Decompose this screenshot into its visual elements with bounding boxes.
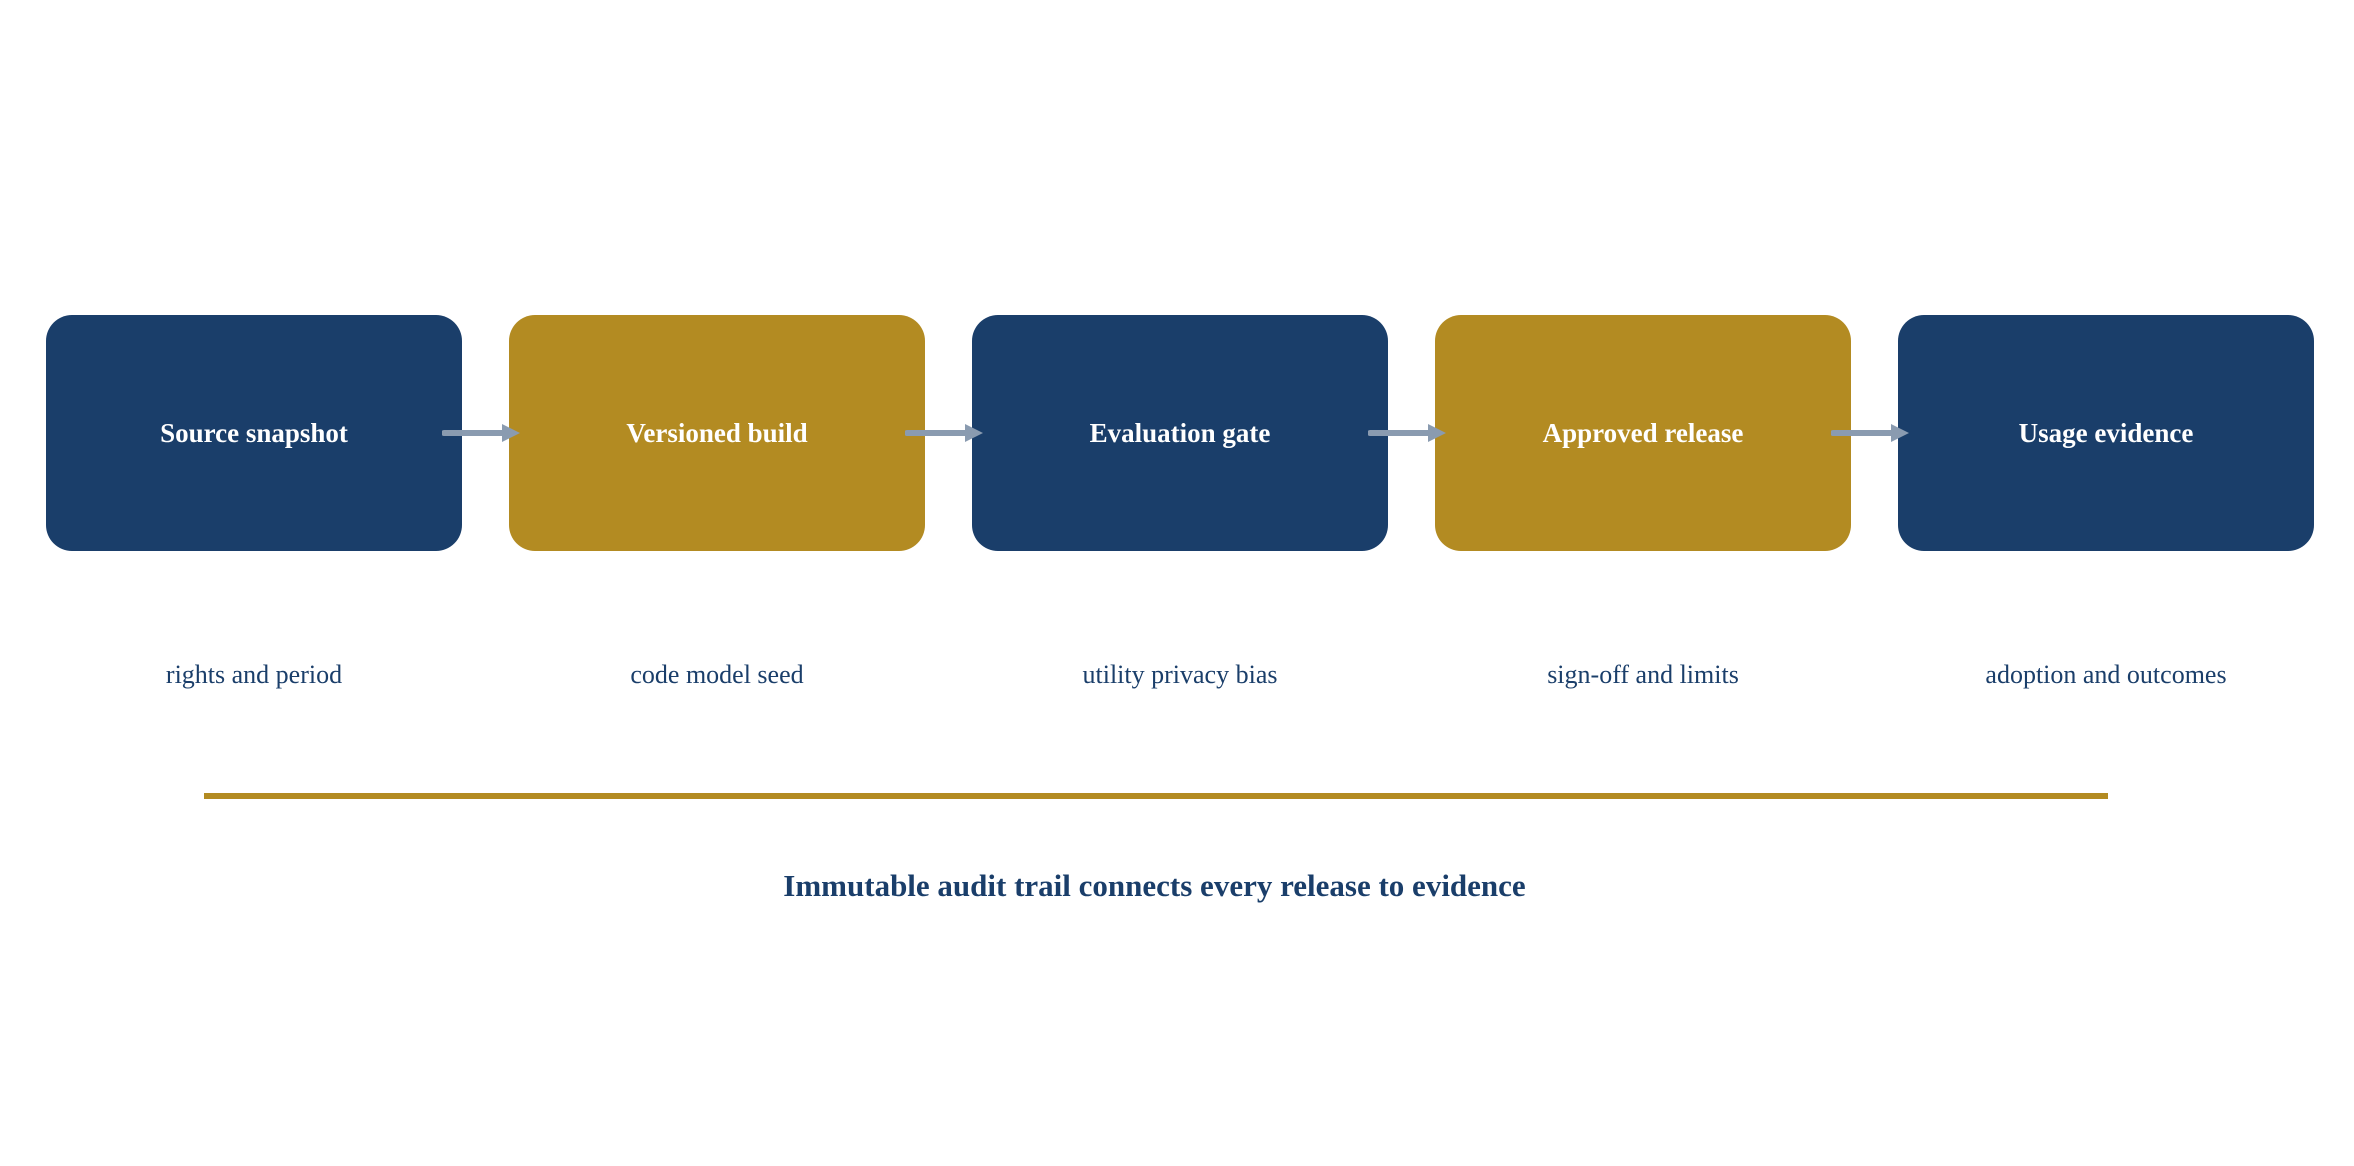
arrow-right-icon xyxy=(1831,424,1909,442)
step-label: Source snapshot xyxy=(160,417,348,448)
step-box-approved-release: Approved release xyxy=(1435,315,1851,551)
step-caption: adoption and outcomes xyxy=(1985,660,2227,689)
step-box-versioned-build: Versioned build xyxy=(509,315,925,551)
step-box-usage-evidence: Usage evidence xyxy=(1898,315,2314,551)
step-label: Usage evidence xyxy=(2018,417,2194,448)
step-label: Versioned build xyxy=(626,417,808,448)
step-label: Evaluation gate xyxy=(1089,417,1271,448)
arrow-right-icon xyxy=(442,424,520,442)
step-caption: sign-off and limits xyxy=(1547,660,1739,689)
step-caption: utility privacy bias xyxy=(1082,660,1278,689)
arrow-right-icon xyxy=(905,424,983,442)
step-label: Approved release xyxy=(1542,417,1744,448)
audit-trail-statement: Immutable audit trail connects every rel… xyxy=(783,868,1526,903)
arrow-right-icon xyxy=(1368,424,1446,442)
audit-trail-divider xyxy=(204,793,2108,799)
step-box-evaluation-gate: Evaluation gate xyxy=(972,315,1388,551)
step-box-source-snapshot: Source snapshot xyxy=(46,315,462,551)
step-caption: code model seed xyxy=(630,660,804,689)
step-caption: rights and period xyxy=(165,660,343,689)
